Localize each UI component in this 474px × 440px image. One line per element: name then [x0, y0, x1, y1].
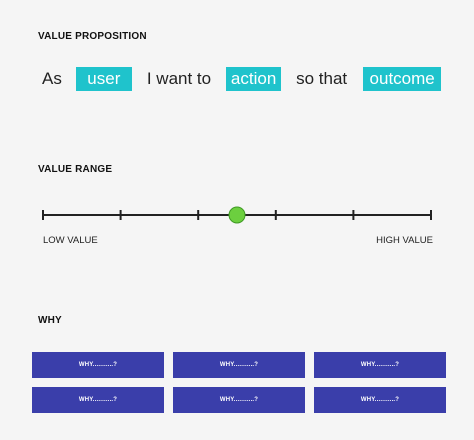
- low-value-label: LOW VALUE: [43, 235, 98, 246]
- value-proposition-sentence: As user I want to action so that outcome: [42, 66, 442, 92]
- i-want-to-text: I want to: [146, 69, 212, 88]
- why-box[interactable]: WHY...........?: [32, 387, 164, 413]
- why-box[interactable]: WHY...........?: [32, 352, 164, 378]
- user-chip[interactable]: user: [75, 67, 132, 91]
- why-box[interactable]: WHY...........?: [314, 352, 446, 378]
- range-marker[interactable]: [228, 206, 246, 224]
- why-title: WHY: [38, 315, 62, 326]
- why-box[interactable]: WHY...........?: [173, 352, 305, 378]
- why-grid: WHY...........? WHY...........? WHY.....…: [32, 352, 447, 413]
- high-value-label: HIGH VALUE: [376, 235, 433, 246]
- value-range-scale[interactable]: [0, 195, 474, 235]
- action-chip[interactable]: action: [226, 67, 282, 91]
- so-that-text: so that: [296, 69, 348, 88]
- why-box[interactable]: WHY...........?: [314, 387, 446, 413]
- why-box[interactable]: WHY...........?: [173, 387, 305, 413]
- value-range-title: VALUE RANGE: [38, 164, 113, 175]
- as-text: As: [42, 69, 62, 88]
- value-proposition-title: VALUE PROPOSITION: [38, 31, 147, 42]
- outcome-chip[interactable]: outcome: [363, 67, 442, 91]
- range-ticks: [42, 210, 432, 220]
